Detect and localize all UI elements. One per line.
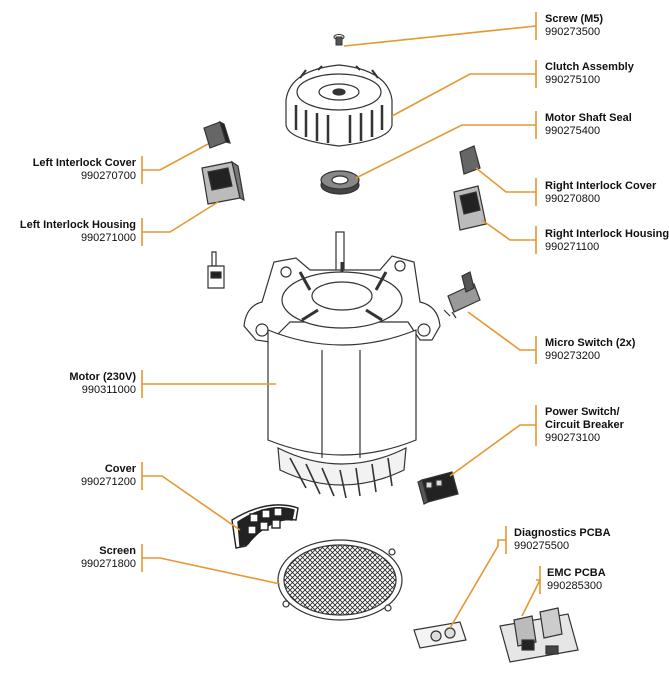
screw-drawing	[333, 34, 345, 46]
leader-right-cover	[475, 167, 536, 193]
clutch-assembly-drawing	[285, 64, 393, 147]
label-shaft-seal-part: 990275400	[545, 125, 601, 137]
label-diagnostics-pcba-part: 990275500	[514, 540, 570, 552]
label-left-interlock-housing-part: 990271000	[80, 232, 136, 244]
screen-drawing	[277, 539, 403, 621]
right-interlock-housing-drawing	[453, 185, 487, 231]
label-micro-switch-name: Micro Switch (2x)	[545, 337, 636, 349]
leader-left-housing	[142, 201, 219, 233]
label-right-interlock-housing-name: Right Interlock Housing	[545, 228, 669, 240]
emc-pcba-drawing	[499, 607, 579, 663]
label-screen-name: Screen	[99, 545, 136, 557]
leader-diag	[449, 539, 506, 629]
label-power-switch-name2: Circuit Breaker	[545, 419, 624, 431]
label-left-interlock-housing: Left Interlock Housing 990271000	[0, 219, 136, 245]
label-screen: Screen 990271800	[0, 545, 136, 571]
label-clutch-name: Clutch Assembly	[545, 61, 634, 73]
label-power-switch: Power Switch/ Circuit Breaker 990273100	[545, 406, 624, 445]
label-shaft-seal: Motor Shaft Seal 990275400	[545, 112, 632, 138]
leader-cover	[142, 475, 241, 531]
leader-power	[449, 424, 536, 477]
label-left-interlock-housing-name: Left Interlock Housing	[19, 219, 136, 231]
label-power-switch-name1: Power Switch/	[545, 406, 620, 418]
label-micro-switch-part: 990273200	[545, 350, 601, 362]
label-motor-name: Motor (230V)	[69, 371, 136, 383]
leader-seal	[355, 124, 536, 179]
cover-drawing	[231, 504, 299, 549]
label-screw-name: Screw (M5)	[545, 13, 604, 25]
label-right-interlock-cover: Right Interlock Cover 990270800	[545, 180, 656, 206]
leader-lines	[141, 12, 542, 629]
label-cover-part: 990271200	[80, 476, 136, 488]
leader-left-cover	[142, 143, 209, 171]
label-cover-name: Cover	[104, 463, 136, 475]
label-micro-switch: Micro Switch (2x) 990273200	[545, 337, 635, 363]
leader-screen	[142, 557, 281, 585]
label-emc-pcba-part: 990285300	[547, 580, 603, 592]
label-clutch-part: 990275100	[545, 74, 601, 86]
right-interlock-cover-drawing	[459, 145, 481, 175]
leader-screw	[343, 25, 537, 47]
diagnostics-pcba-drawing	[413, 621, 467, 649]
power-switch-drawing	[417, 471, 459, 505]
label-emc-pcba-name: EMC PCBA	[547, 567, 606, 579]
label-right-interlock-housing: Right Interlock Housing 990271100	[545, 228, 669, 254]
label-cover: Cover 990271200	[0, 463, 136, 489]
label-right-interlock-housing-part: 990271100	[545, 241, 600, 253]
label-emc-pcba: EMC PCBA 990285300	[547, 567, 606, 593]
left-interlock-housing-drawing	[201, 160, 245, 205]
label-motor-part: 990311000	[81, 384, 136, 396]
label-screen-part: 990271800	[80, 558, 136, 570]
motor-drawing	[243, 231, 441, 499]
label-power-switch-part: 990273100	[545, 432, 601, 444]
leader-clutch	[391, 73, 536, 117]
leader-micro	[467, 311, 536, 351]
label-diagnostics-pcba: Diagnostics PCBA 990275500	[514, 527, 611, 553]
leader-right-housing	[481, 219, 536, 241]
micro-switch-drawing	[443, 271, 481, 319]
label-left-interlock-cover: Left Interlock Cover 990270700	[0, 157, 136, 183]
motor-shaft-seal-drawing	[320, 170, 360, 195]
label-left-interlock-cover-name: Left Interlock Cover	[32, 157, 136, 169]
label-diagnostics-pcba-name: Diagnostics PCBA	[514, 527, 611, 539]
label-clutch: Clutch Assembly 990275100	[545, 61, 634, 87]
label-motor: Motor (230V) 990311000	[0, 371, 136, 397]
left-connector-drawing	[207, 251, 225, 289]
label-screw-part: 990273500	[545, 26, 601, 38]
label-right-interlock-cover-part: 990270800	[545, 193, 601, 205]
label-shaft-seal-name: Motor Shaft Seal	[545, 112, 632, 124]
left-interlock-cover-drawing	[203, 120, 231, 149]
label-screw: Screw (M5) 990273500	[545, 13, 603, 39]
leader-emc	[521, 579, 542, 617]
label-right-interlock-cover-name: Right Interlock Cover	[545, 180, 657, 192]
label-left-interlock-cover-part: 990270700	[80, 170, 136, 182]
